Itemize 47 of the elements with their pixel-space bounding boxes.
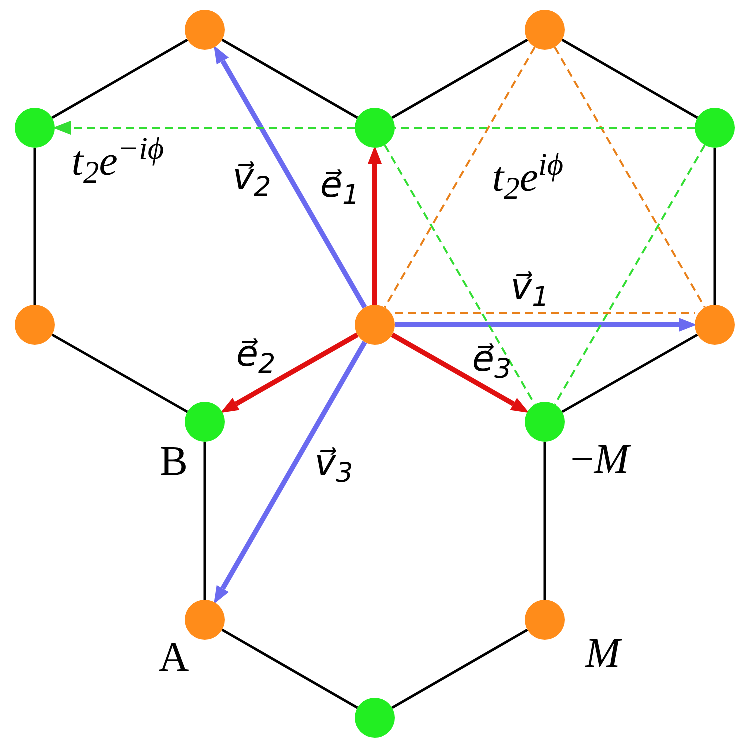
lattice-site [695,305,735,345]
vector-arrow [214,46,368,309]
lattice-bond [392,628,528,710]
site-label: B [160,441,188,483]
lattice-site [355,108,395,148]
lattice-bond [714,148,716,305]
lattice-site [15,305,55,345]
vector-arrow [220,332,359,414]
lattice-bond [222,628,358,710]
vector-arrow [391,332,530,414]
lattice-bond [204,442,206,600]
dashed-line [554,144,706,406]
lattice-site [525,10,565,50]
lattice-site [185,600,225,640]
vector-arrow [395,318,697,332]
lattice-site [525,402,565,442]
lattice-bond [52,334,188,414]
vector-label: v⃗$_{3}$ [314,446,354,482]
vector-label: v⃗$_{2}$ [232,160,272,196]
vector-label: e⃗$_{3}$ [472,342,512,378]
lattice-bond [562,334,698,414]
lattice-bond [34,148,36,305]
lattice-site [355,698,395,738]
lattice-bond [222,38,358,120]
lattice-bond [562,38,698,120]
vector-label: e⃗$_{1}$ [320,168,360,204]
dashed-line [554,46,706,308]
lattice-site [695,108,735,148]
lattice-site [185,10,225,50]
vector-label: v⃗$_{1}$ [510,270,550,306]
dashed-line [384,144,536,406]
vector-arrow [214,341,368,604]
lattice-bond [52,38,188,120]
lattice-bond [392,38,528,120]
lattice-site [15,108,55,148]
lattice-site [355,305,395,345]
dashed-line [395,312,695,314]
dashed-line [53,121,355,135]
vector-label: e⃗$_{2}$ [236,337,276,373]
site-label: A [158,637,190,679]
site-label: M [586,633,620,675]
site-label: −M [570,439,630,481]
lattice-site [185,402,225,442]
dashed-line [384,46,536,308]
vector-arrow [368,146,382,305]
lattice-site [525,600,565,640]
lattice-bond [544,442,546,600]
